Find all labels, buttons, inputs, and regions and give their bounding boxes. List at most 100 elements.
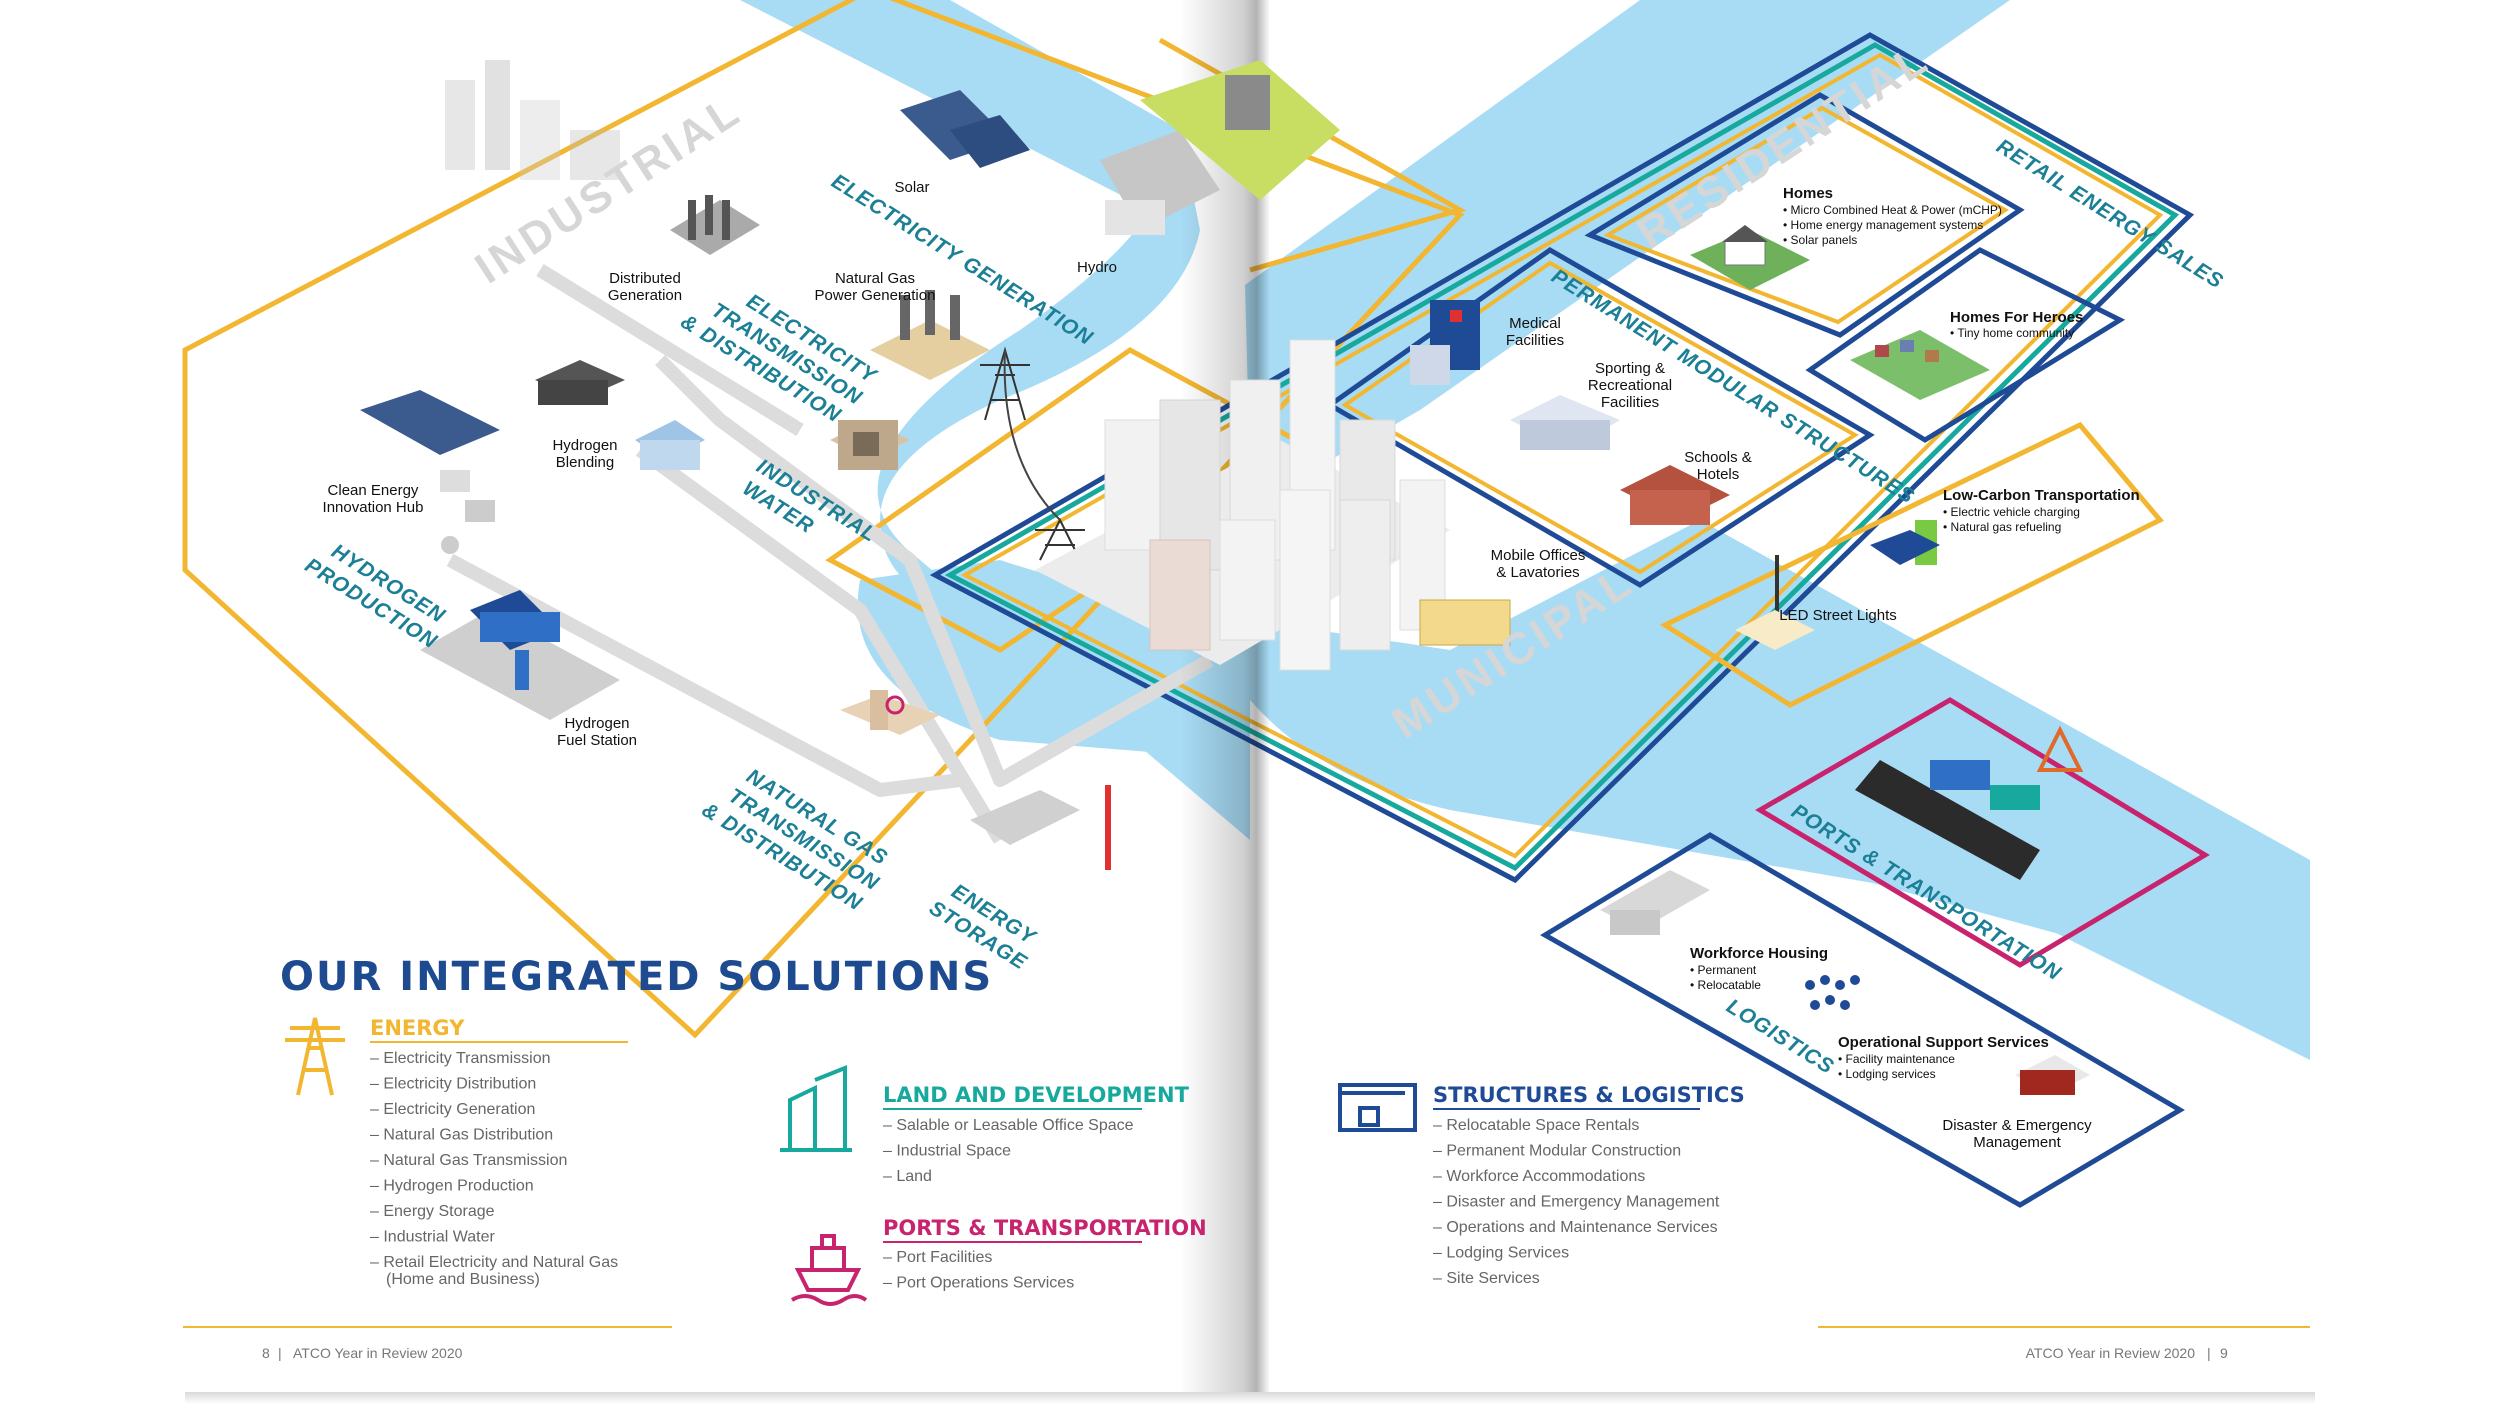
transmission-tower-icon [980,346,1085,561]
label-hydrogen-blending-2: Blending [556,454,614,471]
label-lowcarbon-b2: • Natural gas refueling [1943,520,2061,534]
footer: 8 | ATCO Year in Review 2020 ATCO Year i… [183,1326,2310,1361]
label-disaster-2: Management [1973,1134,2061,1151]
label-lowcarbon: Low-Carbon Transportation [1943,487,2140,504]
label-opsupport: Operational Support Services [1838,1034,2049,1051]
label-distributed-1: Distributed [609,270,681,287]
label-homes-b2: • Home energy management systems [1783,218,1983,232]
legend-land: LAND AND DEVELOPMENT – Salable or Leasab… [780,1065,1190,1185]
label-lowcarbon-b1: • Electric vehicle charging [1943,505,2080,519]
label-mobile-2: & Lavatories [1496,564,1579,581]
legend-structures-heading: STRUCTURES & LOGISTICS [1433,1083,1745,1107]
pipeline-4 [536,264,804,436]
label-hydro: Hydro [1077,259,1117,276]
industrial-plant-icon [445,60,620,180]
energy-storage-icon [970,785,1111,870]
label-natgas-power-1: Natural Gas [835,270,915,287]
footer-left-page-number: 8 [262,1345,270,1361]
heroes-community-icon [1850,330,1990,400]
buildings-icon [780,1065,852,1152]
legend-energy-item: – Hydrogen Production [370,1178,534,1195]
label-hydrogen-blending-1: Hydrogen [552,437,617,454]
disaster-truck-icon [2015,1055,2090,1095]
legend-energy-item: – Electricity Generation [370,1101,535,1118]
legend-structures-items: – Relocatable Space Rentals – Permanent M… [1433,1117,1720,1287]
legend-energy-items: – Electricity Transmission – Electricity … [370,1050,618,1288]
legend-land-heading: LAND AND DEVELOPMENT [883,1083,1190,1107]
facility-labels-left-aligned: Homes • Micro Combined Heat & Power (mCH… [1690,185,2140,1081]
legend-energy-item: – Electricity Distribution [370,1076,536,1093]
legend-structures-item: – Site Services [1433,1270,1540,1287]
legend-ports-items: – Port Facilities– Port Operations Servi… [883,1249,1074,1292]
footer-right-separator: | [2207,1345,2211,1361]
logistics-outline [1540,832,2185,1208]
label-schools-2: Hotels [1697,466,1740,483]
city-illustration [1035,339,1511,671]
legend-structures-item: – Permanent Modular Construction [1433,1143,1681,1160]
left-illustrations [360,60,1340,870]
heroes-outline [1805,247,2126,443]
label-medical-2: Facilities [1506,332,1564,349]
industrial-zone-outline [182,0,1465,1039]
label-clean-energy-2: Innovation Hub [323,499,424,516]
label-distributed-2: Generation [608,287,682,304]
label-sporting-3: Facilities [1601,394,1659,411]
footer-right-page-number: 9 [2220,1345,2228,1361]
legend-energy-item: – Electricity Transmission [370,1050,551,1067]
legend-energy-item: – Energy Storage [370,1203,495,1220]
cargo-ship-icon [1855,725,2084,880]
legend-energy-item: (Home and Business) [386,1271,540,1288]
legend-energy-heading: ENERGY [370,1016,465,1040]
ship-icon [790,1234,868,1306]
river-lower-flow [1350,570,2300,1000]
legend-land-item: – Industrial Space [883,1143,1011,1160]
legend-structures-item: – Relocatable Space Rentals [1433,1117,1639,1134]
label-heroes-b1: • Tiny home community [1950,326,2074,340]
label-sporting-1: Sporting & [1595,360,1665,377]
hydro-dam-icon [1100,60,1340,235]
label-mobile-1: Mobile Offices [1491,547,1586,564]
footer-left-separator: | [278,1345,282,1361]
legend-energy-item: – Natural Gas Distribution [370,1127,553,1144]
modular-building-icon [1338,1083,1417,1132]
medical-facility-icon [1410,300,1480,385]
page-shadow [185,1392,2315,1404]
workforce-housing-icon [1600,870,1710,935]
label-clean-energy-1: Clean Energy [328,482,419,499]
distributed-generation-icon [670,195,760,255]
ports-outline [1755,697,2210,968]
residential-inner [1603,105,2009,325]
label-homes-b1: • Micro Combined Heat & Power (mCHP) [1783,203,2002,217]
legend-land-item: – Salable or Leasable Office Space [883,1117,1134,1134]
label-natgas-power-2: Power Generation [815,287,936,304]
gutter-shadow [1180,0,1270,1392]
modular-outline [1325,247,1875,588]
solar-panel-icon [900,90,1030,168]
label-opsupport-b2: • Lodging services [1838,1067,1936,1081]
ev-charging-icon [1870,520,1940,565]
footer-left-title: ATCO Year in Review 2020 [293,1345,463,1361]
label-hydrogen-fuel-1: Hydrogen [564,715,629,732]
hydrogen-fuel-station-icon [420,590,620,720]
legend-structures-item: – Workforce Accommodations [1433,1168,1645,1185]
schools-icon [1620,465,1730,525]
legend-energy: ENERGY – Electricity Transmission– Elect… [285,1016,628,1288]
legend-structures-item: – Operations and Maintenance Services [1433,1219,1718,1236]
legend-land-item: – Land [883,1168,932,1185]
label-opsupport-b1: • Facility maintenance [1838,1052,1955,1066]
mobile-office-icon [1419,599,1511,646]
street-light-icon [1735,555,1815,650]
pipelines [446,264,1214,844]
label-workforce-b2: • Relocatable [1690,978,1761,992]
legend-ports-heading: PORTS & TRANSPORTATION [883,1216,1207,1240]
label-hydrogen-fuel-2: Fuel Station [557,732,637,749]
natural-gas-power-icon [870,290,990,380]
legend-energy-item: – Natural Gas Transmission [370,1152,567,1169]
pipeline-3 [655,355,1214,787]
homes-icon [1690,225,1810,290]
label-sporting-2: Recreational [1588,377,1672,394]
label-heroes: Homes For Heroes [1950,309,2083,326]
label-workforce: Workforce Housing [1690,945,1828,962]
right-illustrations [1410,225,2090,1095]
residential-outline [1584,92,2025,338]
